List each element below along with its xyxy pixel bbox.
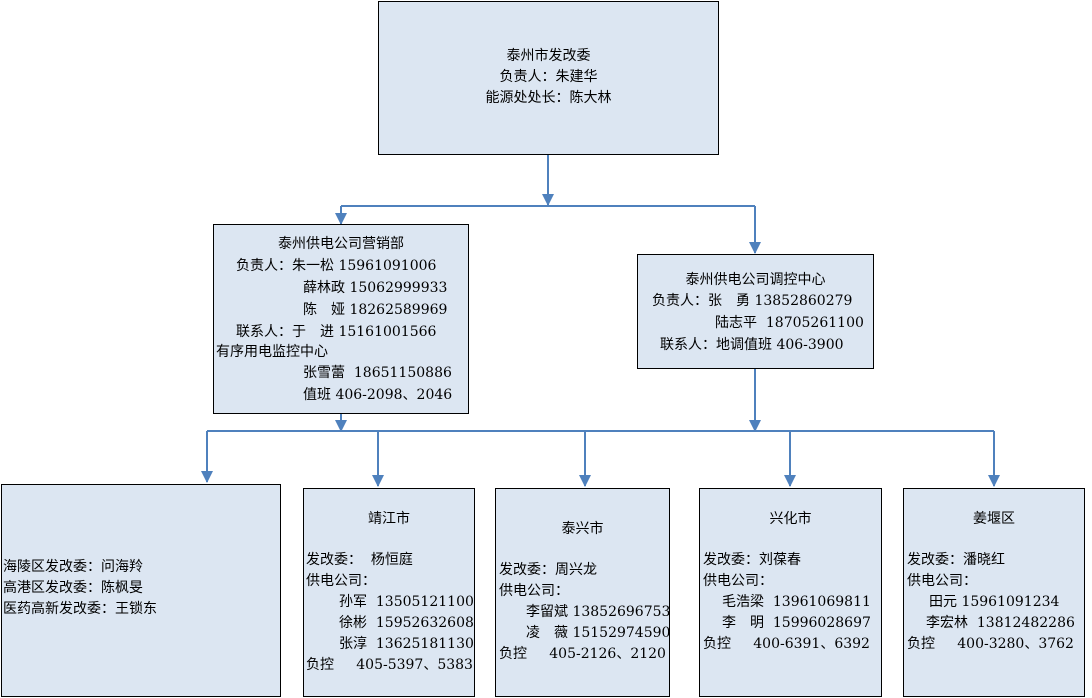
node-line: 负责人：朱一松 15961091006 [236, 258, 437, 274]
node-title: 泰州市发改委 [506, 48, 591, 64]
node-title: 泰州供电公司调控中心 [685, 272, 826, 288]
node-line: 负责人：张 勇 13852860279 [652, 293, 853, 309]
node-line: 能源处处长：陈大林 [485, 90, 612, 106]
node-line: 发改委：刘葆春 [703, 552, 801, 568]
node-title: 泰州供电公司营销部 [278, 236, 404, 252]
node-line: 供电公司： [306, 573, 376, 589]
node-title: 姜堰区 [973, 511, 1015, 527]
node-line: 薛林政 15062999933 [303, 280, 448, 296]
node-line: 负责人：朱建华 [499, 69, 598, 85]
node-line: 李宏林 13812482286 [926, 615, 1075, 631]
node-marketing-dept: 泰州供电公司营销部 负责人：朱一松 15961091006 薛林政 150629… [213, 224, 469, 414]
node-line: 陆志平 18705261100 [715, 315, 864, 331]
node-line: 供电公司： [499, 583, 569, 599]
node-jiangyan: 姜堰区 发改委：潘晓红 供电公司： 田元 15961091234 李宏林 138… [903, 488, 1085, 697]
node-line: 毛浩梁 13961069811 [722, 594, 871, 610]
node-line: 发改委：周兴龙 [499, 562, 597, 578]
node-title: 兴化市 [769, 511, 812, 527]
node-xinghua: 兴化市 发改委：刘葆春 供电公司： 毛浩梁 13961069811 李 明 15… [699, 488, 882, 697]
node-line: 医药高新发改委：王锁东 [3, 601, 157, 617]
node-title: 泰兴市 [561, 521, 604, 537]
node-line: 负控 400-3280、3762 [907, 636, 1074, 652]
node-line: 李 明 15996028697 [722, 615, 871, 631]
node-taixing: 泰兴市 发改委：周兴龙 供电公司： 李留斌 13852696753 凌 薇 15… [495, 488, 670, 697]
node-line: 负控 405-2126、2120 [499, 646, 666, 662]
node-line: 高港区发改委：陈枫旻 [3, 580, 143, 596]
node-jingjiang: 靖江市 发改委： 杨恒庭 供电公司： 孙军 13505121100 徐彬 159… [303, 488, 475, 697]
node-districts-ndrc: 海陵区发改委：问海羚 高港区发改委：陈枫旻 医药高新发改委：王锁东 [1, 484, 281, 697]
node-dispatch-center: 泰州供电公司调控中心 负责人：张 勇 13852860279 陆志平 18705… [637, 254, 874, 369]
node-line: 联系人：于 进 15161001566 [236, 324, 437, 340]
node-line: 负控 400-6391、6392 [703, 636, 870, 652]
node-line: 有序用电监控中心 [216, 344, 328, 360]
node-line: 孙军 13505121100 [339, 594, 474, 610]
node-line: 张淳 13625181130 [339, 636, 474, 652]
node-taizhou-ndrc: 泰州市发改委 负责人：朱建华 能源处处长：陈大林 [378, 1, 719, 155]
node-line: 田元 15961091234 [929, 594, 1060, 610]
node-line: 联系人：地调值班 406-3900 [660, 337, 844, 353]
node-title: 靖江市 [368, 511, 410, 527]
node-line: 徐彬 15952632608 [339, 615, 474, 631]
node-line: 负控 405-5397、5383 [306, 657, 473, 673]
node-line: 张雪蕾 18651150886 [303, 365, 452, 381]
node-line: 海陵区发改委：问海羚 [3, 559, 143, 575]
node-line: 值班 406-2098、2046 [303, 387, 453, 403]
node-line: 李留斌 13852696753 [526, 604, 671, 620]
node-line: 陈 娅 18262589969 [303, 302, 448, 318]
node-line: 供电公司： [703, 573, 773, 589]
node-line: 凌 薇 15152974590 [526, 625, 671, 641]
node-line: 发改委： 杨恒庭 [306, 552, 413, 568]
node-line: 供电公司： [907, 573, 977, 589]
node-line: 发改委：潘晓红 [907, 552, 1005, 568]
